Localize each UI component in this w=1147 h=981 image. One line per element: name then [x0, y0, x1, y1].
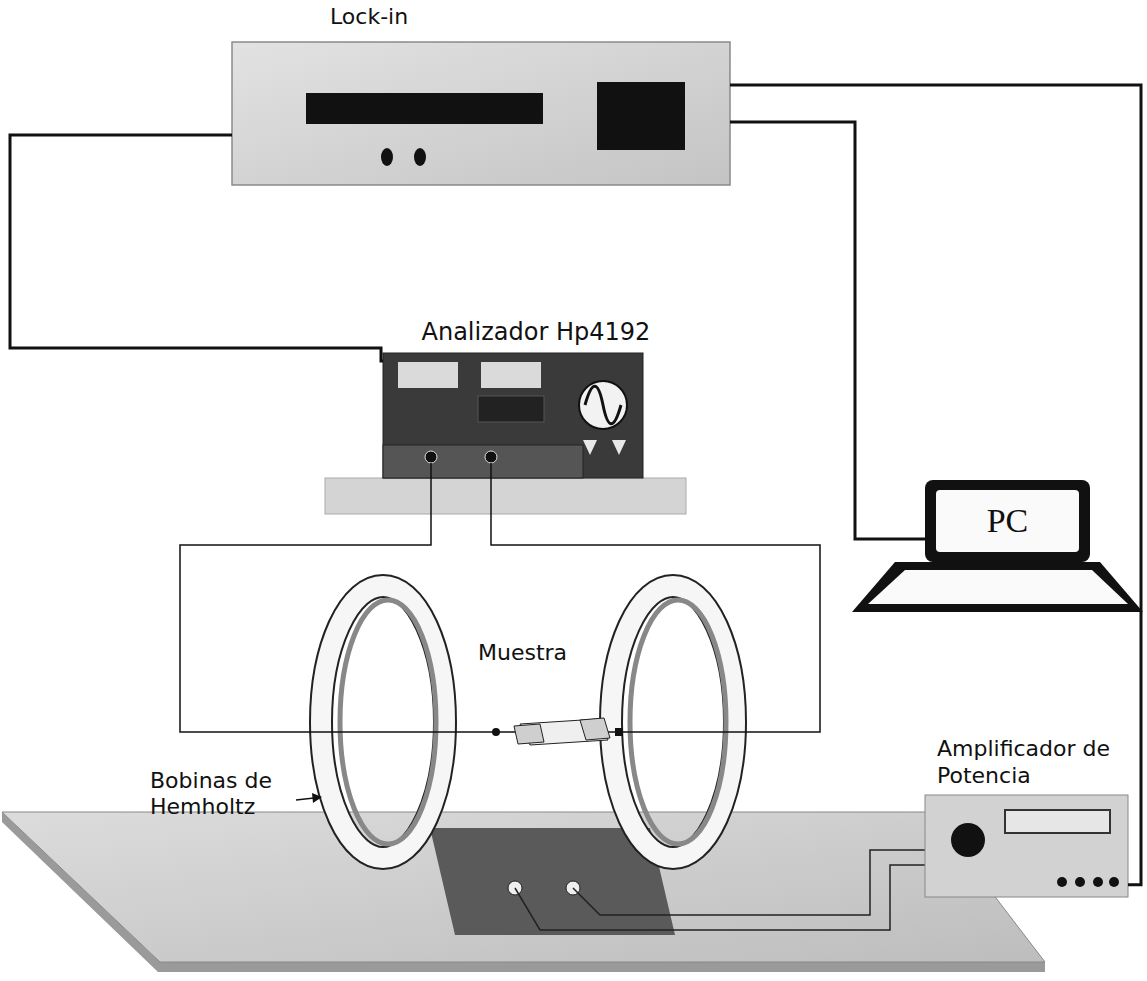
cable: [730, 85, 1141, 885]
amplifier-knob: [951, 823, 985, 857]
analyzer-terminal: [485, 451, 497, 463]
keyboard-top: [868, 570, 1128, 604]
oscillator-symbol: [579, 381, 627, 429]
cable: [10, 135, 383, 361]
amplifier-display: [1005, 810, 1110, 833]
analyzer-box: Analizador Hp4192: [383, 353, 643, 478]
device-label: Analizador Hp4192: [422, 318, 651, 347]
analyzer-terminal-panel: [383, 445, 583, 478]
coil-label: Bobinas de Hemholtz: [150, 768, 295, 821]
sample-contact: [514, 724, 544, 744]
device-label: Amplificador de Potencia: [937, 736, 1132, 789]
amplifier-terminal: [1075, 877, 1085, 887]
lockin-housing: [232, 42, 730, 185]
amplifier-terminal: [1057, 877, 1067, 887]
base-plate-edge: [2, 812, 1045, 972]
amplifier-terminal: [1093, 877, 1103, 887]
keyboard-base: [852, 562, 1143, 612]
lockin-button: [381, 148, 393, 166]
cable: [730, 122, 925, 539]
amplifier-terminal: [1109, 877, 1119, 887]
lockin-panel: [597, 82, 685, 150]
sample-wire: [180, 463, 520, 732]
leader-line: [296, 798, 314, 800]
analyzer-housing: [383, 353, 643, 478]
helmholtz-coil: [611, 586, 735, 858]
analyzer-panel: [478, 396, 544, 422]
sample-label: Muestra: [478, 640, 638, 666]
base-plate: [2, 812, 1045, 962]
sine-wave: [585, 386, 621, 424]
amplifier-housing: [925, 795, 1128, 897]
analyzer-knob: [583, 440, 626, 455]
sample-wire: [491, 463, 820, 732]
lockin-button: [414, 148, 426, 166]
pc-box: PC: [925, 480, 1090, 562]
device-label: Lock-in: [330, 4, 408, 30]
amplifier-box: Amplificador de Potencia: [925, 795, 1128, 897]
sample-contact-dot: [492, 728, 500, 736]
sample-contact: [580, 718, 610, 740]
leader-arrowhead: [312, 793, 322, 803]
analyzer-shelf: [325, 478, 686, 514]
analyzer-display: [398, 362, 458, 388]
monitor: [925, 480, 1090, 562]
lockin-display: [306, 93, 543, 124]
lockin-box: Lock-in: [232, 42, 730, 185]
sample-contact-dot: [615, 728, 623, 736]
helmholtz-coil: [321, 586, 445, 858]
analyzer-display: [481, 362, 541, 388]
analyzer-terminal: [425, 451, 437, 463]
screen-label: PC: [925, 502, 1090, 540]
